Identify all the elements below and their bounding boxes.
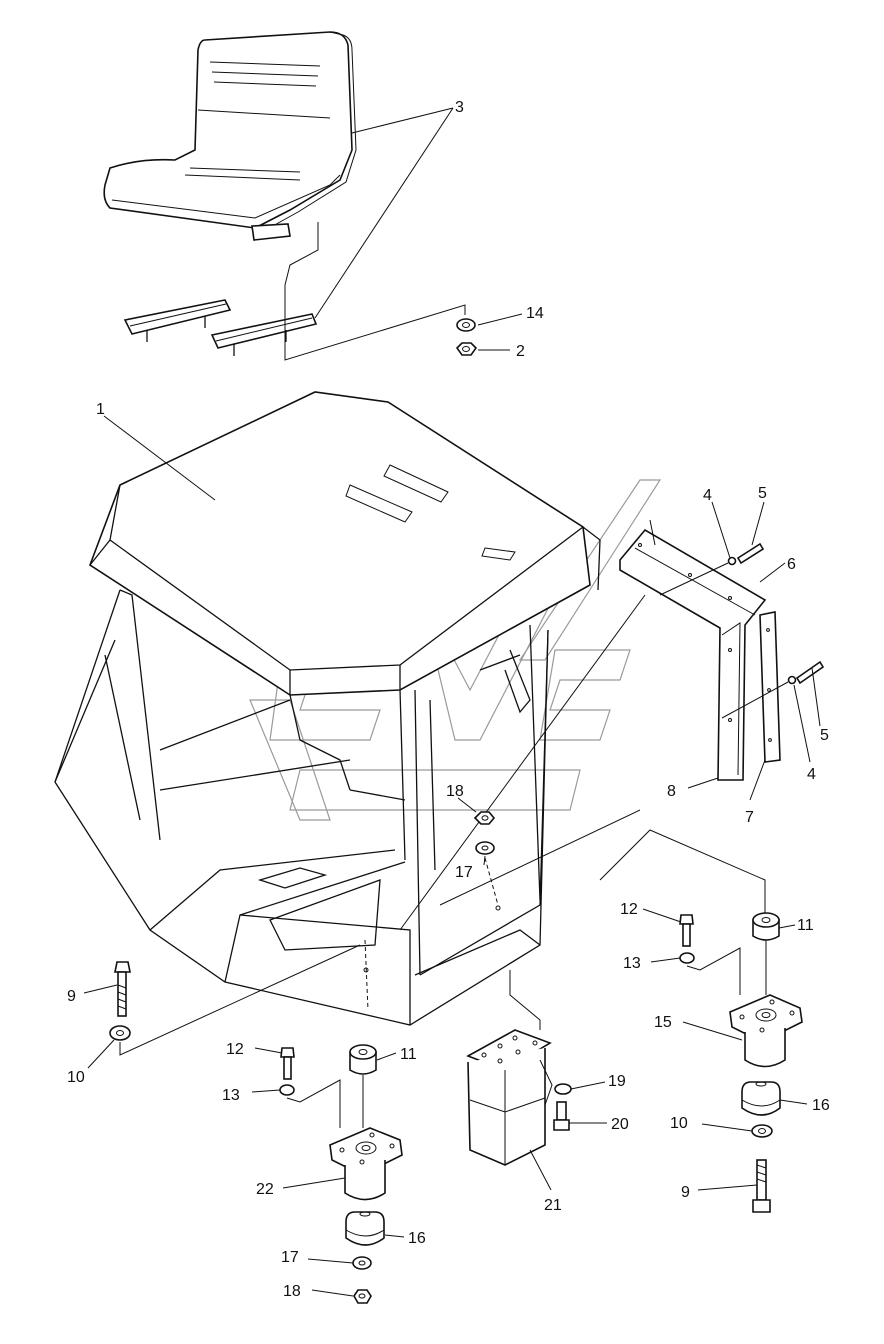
callout-14: 14 [526,305,544,322]
bolt-12r-leader [686,947,741,995]
callout-9-right: 9 [681,1184,690,1201]
bolt-12-left [280,1047,295,1080]
panel-7 [759,611,781,763]
callout-4-bottom: 4 [807,766,816,783]
callout-20: 20 [611,1116,629,1133]
right-mount-leader [599,829,766,915]
callout-13-left: 13 [222,1087,240,1104]
callout-5-bottom: 5 [820,727,829,744]
callout-16-left: 16 [408,1230,426,1247]
spacer-11-right [752,912,780,941]
screw-5-top [727,542,765,566]
callout-13-right: 13 [623,955,641,972]
callout-4-top: 4 [703,487,712,504]
seat-rail-right [210,313,318,356]
callout-6: 6 [787,556,796,573]
mount-15 [729,994,803,1068]
left-leader [119,944,361,1056]
callout-7: 7 [745,809,754,826]
bracket-leader [509,970,541,1030]
callout-18-center: 18 [446,783,464,800]
washer-10-left [109,1025,131,1041]
support-bracket-21 [466,1029,553,1166]
bolt-12-right [679,914,694,947]
nut-18-left [353,1289,372,1304]
callout-17-center: 17 [455,864,473,881]
screw-5-bottom [787,660,825,685]
callout-22: 22 [256,1181,274,1198]
nut-18-center [473,811,496,825]
spacer-11-left [349,1044,377,1075]
bolt-9-left [114,961,131,1017]
washer-17-center [475,841,495,855]
callout-15: 15 [654,1014,672,1031]
callout-1: 1 [96,401,105,418]
callout-labels: 1 2 3 4 4 5 5 6 7 8 9 9 10 10 11 11 12 1… [67,99,830,1300]
callout-17-left: 17 [281,1249,299,1266]
callout-8: 8 [667,783,676,800]
callout-18-left: 18 [283,1283,301,1300]
callout-9-left: 9 [67,988,76,1005]
bracket-6-8 [619,519,767,781]
callout-5-top: 5 [758,485,767,502]
seat-leader [284,285,466,361]
washer-17-left [352,1256,372,1270]
callout-16-right: 16 [812,1097,830,1114]
callout-19: 19 [608,1073,626,1090]
washer-19 [554,1083,572,1095]
rubber-16-left [345,1211,385,1246]
washer-10-right [751,1124,773,1138]
callout-11-right: 11 [797,917,814,934]
left-hole [363,967,369,973]
bolt-12-leader [286,1079,341,1128]
washer-13-left [279,1084,295,1096]
callout-11-left: 11 [400,1046,417,1063]
panel-leaders [659,562,789,719]
callout-12-left: 12 [226,1041,244,1058]
seat-part [103,31,357,286]
callout-12-right: 12 [620,901,638,918]
cab-part [54,391,601,1026]
callout-10-right: 10 [670,1115,688,1132]
left-dash [364,939,369,1011]
center-hole [495,905,501,911]
callout-leaders [83,107,821,1297]
nut-2 [455,342,478,356]
callout-21: 21 [544,1197,562,1214]
washer-13-right [679,952,695,964]
callout-3: 3 [455,99,464,116]
washer-14 [456,318,476,332]
center-dash [484,857,499,906]
mount-22 [329,1127,403,1201]
callout-2: 2 [516,343,525,360]
cab-leaders [399,594,646,931]
seat-rail-left [123,299,232,342]
callout-10-left: 10 [67,1069,85,1086]
rubber-16-right [741,1081,781,1116]
bolt-9-right [752,1159,771,1213]
bolt-20 [553,1101,570,1131]
